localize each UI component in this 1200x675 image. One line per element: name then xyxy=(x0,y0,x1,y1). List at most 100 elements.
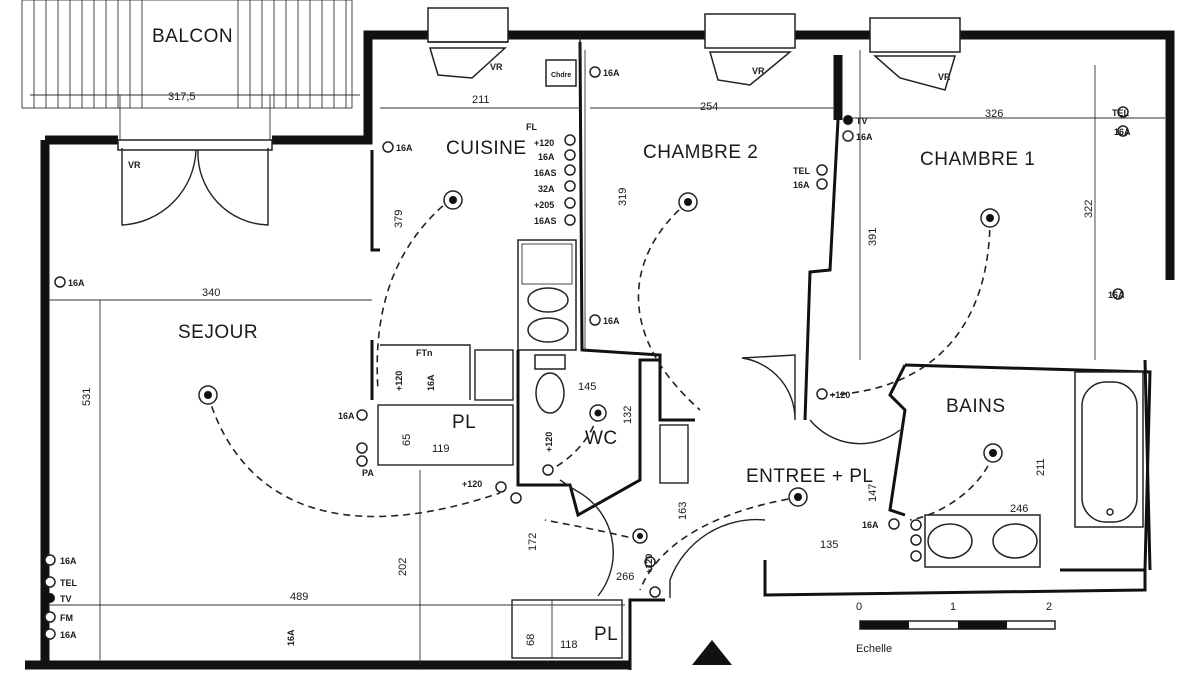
label-tv-chambre1: TV xyxy=(856,116,868,126)
room-chambre2: CHAMBRE 2 xyxy=(643,142,758,163)
room-entree: ENTREE + PL xyxy=(746,466,873,487)
dim-bains-height: 211 xyxy=(1035,458,1047,476)
label-120-entree: +120 xyxy=(830,390,850,400)
dim-sejour-height: 531 xyxy=(81,388,93,406)
cuisine-fl: FL xyxy=(526,122,537,132)
label-pa: PA xyxy=(362,468,374,478)
dim-sejour-lower: 202 xyxy=(397,558,409,576)
outlet-symbols xyxy=(44,36,1129,640)
balcony xyxy=(21,0,353,141)
dim-wc-width: 145 xyxy=(578,381,596,393)
room-cuisine: CUISINE xyxy=(446,138,527,159)
cuisine-16as-2: 16AS xyxy=(534,216,557,226)
dimension-lines xyxy=(30,50,1165,665)
dim-chambre2-height: 319 xyxy=(617,188,629,206)
label-120-wc: +120 xyxy=(462,479,482,489)
dim-bains-door: 147 xyxy=(867,484,879,502)
dim-chambre1-height-right: 322 xyxy=(1083,200,1095,218)
ceiling-lights xyxy=(198,190,1003,544)
cuisine-205: +205 xyxy=(534,200,554,210)
label-chaudiere: Chdre xyxy=(551,72,571,79)
dim-entree-bottom-left: 266 xyxy=(616,571,634,583)
doors xyxy=(117,139,901,598)
scale-tick-2: 2 xyxy=(1046,601,1052,613)
room-balcon: BALCON xyxy=(152,26,233,47)
label-vr-chambre1: VR xyxy=(938,72,951,82)
cuisine-16as: 16AS xyxy=(534,168,557,178)
room-wc: WC xyxy=(585,428,618,449)
room-pl-entree: PL xyxy=(594,624,618,645)
dim-sejour-top: 340 xyxy=(202,287,220,299)
label-tel-chambre2: TEL xyxy=(793,166,811,176)
cuisine-120: +120 xyxy=(534,138,554,148)
interior-walls xyxy=(370,41,1152,659)
label-16a-chambre1-top: 16A xyxy=(1114,127,1131,137)
label-16a-sejour-mid: 16A xyxy=(338,411,355,421)
label-16a-chambre2-top: 16A xyxy=(603,68,620,78)
dim-entree-bottom: 135 xyxy=(820,539,838,551)
dim-entree-height: 172 xyxy=(527,533,539,551)
label-ftn: FTn xyxy=(416,348,433,358)
scale-label: Echelle xyxy=(856,643,892,655)
dim-entree-inner: 163 xyxy=(677,502,689,520)
room-labels: BALCON CUISINE CHAMBRE 2 CHAMBRE 1 SEJOU… xyxy=(152,26,1035,645)
room-pl-sejour: PL xyxy=(452,412,476,433)
dim-bains-width: 246 xyxy=(1010,503,1028,515)
label-120-corridor: +120 xyxy=(644,554,654,574)
dim-pl-entree-width: 118 xyxy=(560,639,578,651)
light-wc-icon xyxy=(589,404,607,422)
label-16a-chambre2-right: 16A xyxy=(793,180,810,190)
label-16a-bains: 16A xyxy=(862,520,879,530)
label-vr-cuisine: VR xyxy=(490,62,503,72)
light-switch-arcs xyxy=(207,197,994,591)
exterior-walls xyxy=(25,30,1175,670)
room-chambre1: CHAMBRE 1 xyxy=(920,149,1035,170)
sejour-fm: FM xyxy=(60,613,73,623)
sejour-tv: TV xyxy=(60,594,72,604)
dimension-labels: 317,5 211 254 326 340 489 531 379 319 39… xyxy=(81,91,1095,651)
electrical-labels: VR VR VR VR Chdre 16A 16A 16A 16A 16A TE… xyxy=(60,62,1131,646)
dim-cuisine-height: 379 xyxy=(393,210,405,228)
room-sejour: SEJOUR xyxy=(178,322,258,343)
windows xyxy=(427,7,961,91)
scale-tick-0: 0 xyxy=(856,601,862,613)
light-chambre1-icon xyxy=(980,208,1000,228)
label-16a-chambre1-left: 16A xyxy=(856,132,873,142)
dim-cuisine-width: 211 xyxy=(472,94,490,106)
light-bains-icon xyxy=(983,443,1003,463)
dim-chambre2-width: 254 xyxy=(700,101,718,113)
label-vr-chambre2: VR xyxy=(752,66,765,76)
light-sejour-icon xyxy=(198,385,218,405)
scale-bar: 0 1 2 Echelle xyxy=(856,601,1056,655)
label-16a-cuisine: 16A xyxy=(396,143,413,153)
label-16a-sejour-closet: 16A xyxy=(426,374,436,391)
label-120-wc-vertical: +120 xyxy=(544,432,554,452)
label-120-sejour-closet: +120 xyxy=(394,371,404,391)
cuisine-32a: 32A xyxy=(538,184,555,194)
scale-tick-1: 1 xyxy=(950,601,956,613)
dim-chambre1-height: 391 xyxy=(867,228,879,246)
cuisine-16a: 16A xyxy=(538,152,555,162)
label-16a-chambre1-right: 16A xyxy=(1108,290,1125,300)
label-16a-sejour-bottom: 16A xyxy=(286,629,296,646)
sejour-16a-1: 16A xyxy=(60,556,77,566)
label-16a-chambre2: 16A xyxy=(603,316,620,326)
label-tel-chambre1: TEL xyxy=(1112,108,1130,118)
dim-wc-height: 132 xyxy=(622,406,634,424)
label-16a-sejour-left: 16A xyxy=(68,278,85,288)
sejour-16a-2: 16A xyxy=(60,630,77,640)
room-bains: BAINS xyxy=(946,396,1006,417)
dim-chambre1-width: 326 xyxy=(985,108,1003,120)
dim-pl-sejour-height: 65 xyxy=(401,434,413,446)
dim-pl-sejour-width: 119 xyxy=(432,443,450,455)
light-chambre2-icon xyxy=(678,192,698,212)
dim-pl-entree-height: 68 xyxy=(525,634,537,646)
north-arrow-icon xyxy=(692,640,732,665)
dim-balcon: 317,5 xyxy=(168,91,196,103)
light-cuisine-icon xyxy=(443,190,463,210)
sejour-tel: TEL xyxy=(60,578,78,588)
label-vr-sejour: VR xyxy=(128,160,141,170)
light-entree-icon xyxy=(788,487,808,507)
dim-sejour-bottom: 489 xyxy=(290,591,308,603)
